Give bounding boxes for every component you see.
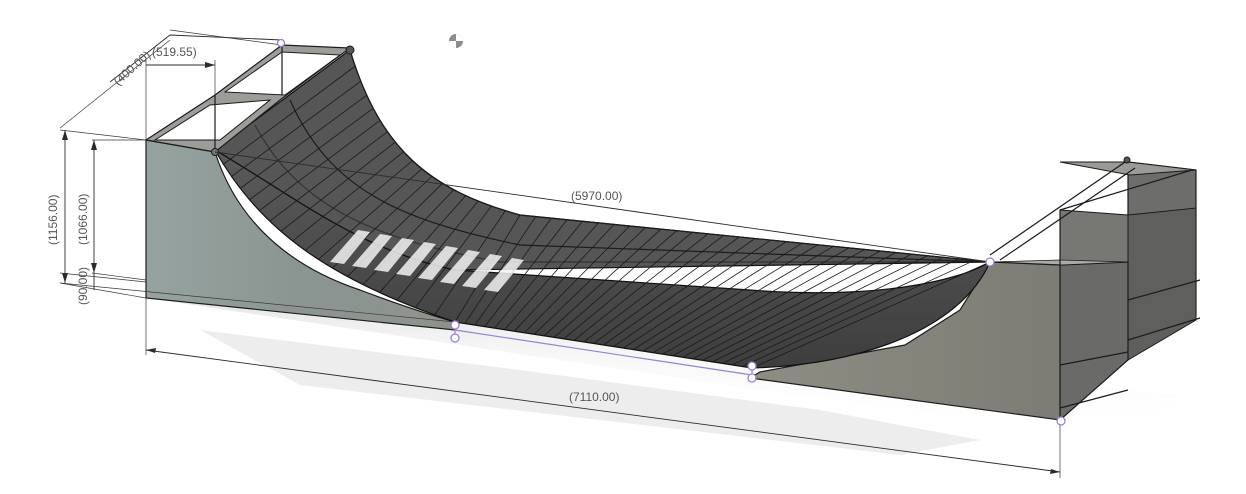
ramp-slat <box>239 94 367 190</box>
ramp-slat <box>682 250 881 358</box>
slat-gap <box>352 234 392 268</box>
ramp-slat <box>662 247 850 355</box>
dim-deck-width[interactable]: (400.00) <box>111 48 154 88</box>
ramp-slat <box>464 216 537 324</box>
ramp-slat <box>722 256 944 364</box>
ramp-slat <box>543 228 662 337</box>
selection-handles[interactable] <box>276 38 1066 426</box>
ramp-slat <box>222 65 356 166</box>
ramp-slat <box>593 236 740 344</box>
ramp-slat <box>672 249 865 357</box>
ramp-slat <box>573 233 709 341</box>
ramp-slat <box>741 260 975 367</box>
ramp-slat <box>692 252 897 360</box>
handle-base-right-lower[interactable] <box>747 373 757 383</box>
origin-marker-icon[interactable] <box>449 34 463 48</box>
ramp-slat <box>751 261 991 369</box>
ramp-slat <box>524 225 630 334</box>
slat-gap <box>462 254 502 288</box>
ramp-slat <box>613 239 771 347</box>
ramp-slat <box>702 253 912 361</box>
ramp-slat <box>494 221 583 329</box>
ramp-slat <box>396 200 479 301</box>
dimension-lines <box>59 29 1061 478</box>
ramp-slat <box>563 231 693 340</box>
ramp-slat <box>230 80 362 178</box>
dim-total-height[interactable]: (1156.00) <box>46 195 60 245</box>
ramp-slat <box>304 160 413 251</box>
ramp-slat <box>732 258 959 366</box>
ramp-slat <box>415 205 492 308</box>
ramp-slat <box>583 235 724 343</box>
ramp-slat <box>553 230 677 338</box>
ramp-slat <box>318 168 423 260</box>
dim-base-height[interactable]: (90.00) <box>76 267 90 305</box>
handle-front-corner[interactable] <box>1056 416 1066 426</box>
ramp-slat <box>504 222 599 330</box>
ramp-slat <box>623 241 787 349</box>
handle-ramp-right[interactable] <box>985 257 995 267</box>
ramp-slat <box>533 227 646 335</box>
slat-gap <box>418 246 458 280</box>
right-rear-frame <box>1059 161 1201 361</box>
dim-overall-length[interactable]: (7110.00) <box>569 390 619 404</box>
dim-ramp-flat-length[interactable]: (5970.00) <box>571 189 622 203</box>
slat-gap <box>330 230 370 264</box>
dim-deck-depth[interactable]: (519.55) <box>152 45 197 59</box>
left-deck-box <box>144 44 355 156</box>
ramp-slat <box>269 131 388 222</box>
ramp-slat <box>603 238 756 346</box>
dim-ramp-height[interactable]: (1066.00) <box>76 194 90 245</box>
slat-gap <box>440 250 480 284</box>
handle-base-left[interactable] <box>450 320 460 330</box>
ramp-slat <box>632 242 803 350</box>
ramp-slat <box>258 120 381 212</box>
handle-base-right[interactable] <box>747 361 757 371</box>
handle-base-left-lower[interactable] <box>450 333 460 343</box>
slat-gap <box>374 238 414 272</box>
ramp-slat <box>484 219 568 327</box>
ramp-slat <box>712 255 928 363</box>
ramp-slat <box>652 245 834 354</box>
ramp-slat <box>642 244 818 352</box>
ramp-slat <box>514 224 615 332</box>
ramp-slat <box>280 141 396 232</box>
handle-top-left[interactable] <box>276 38 286 48</box>
ramp-slats <box>222 65 991 369</box>
slat-gap <box>484 258 524 292</box>
ramp-slat <box>292 151 404 242</box>
slat-gap <box>396 242 436 276</box>
ramp-slat <box>248 107 374 201</box>
